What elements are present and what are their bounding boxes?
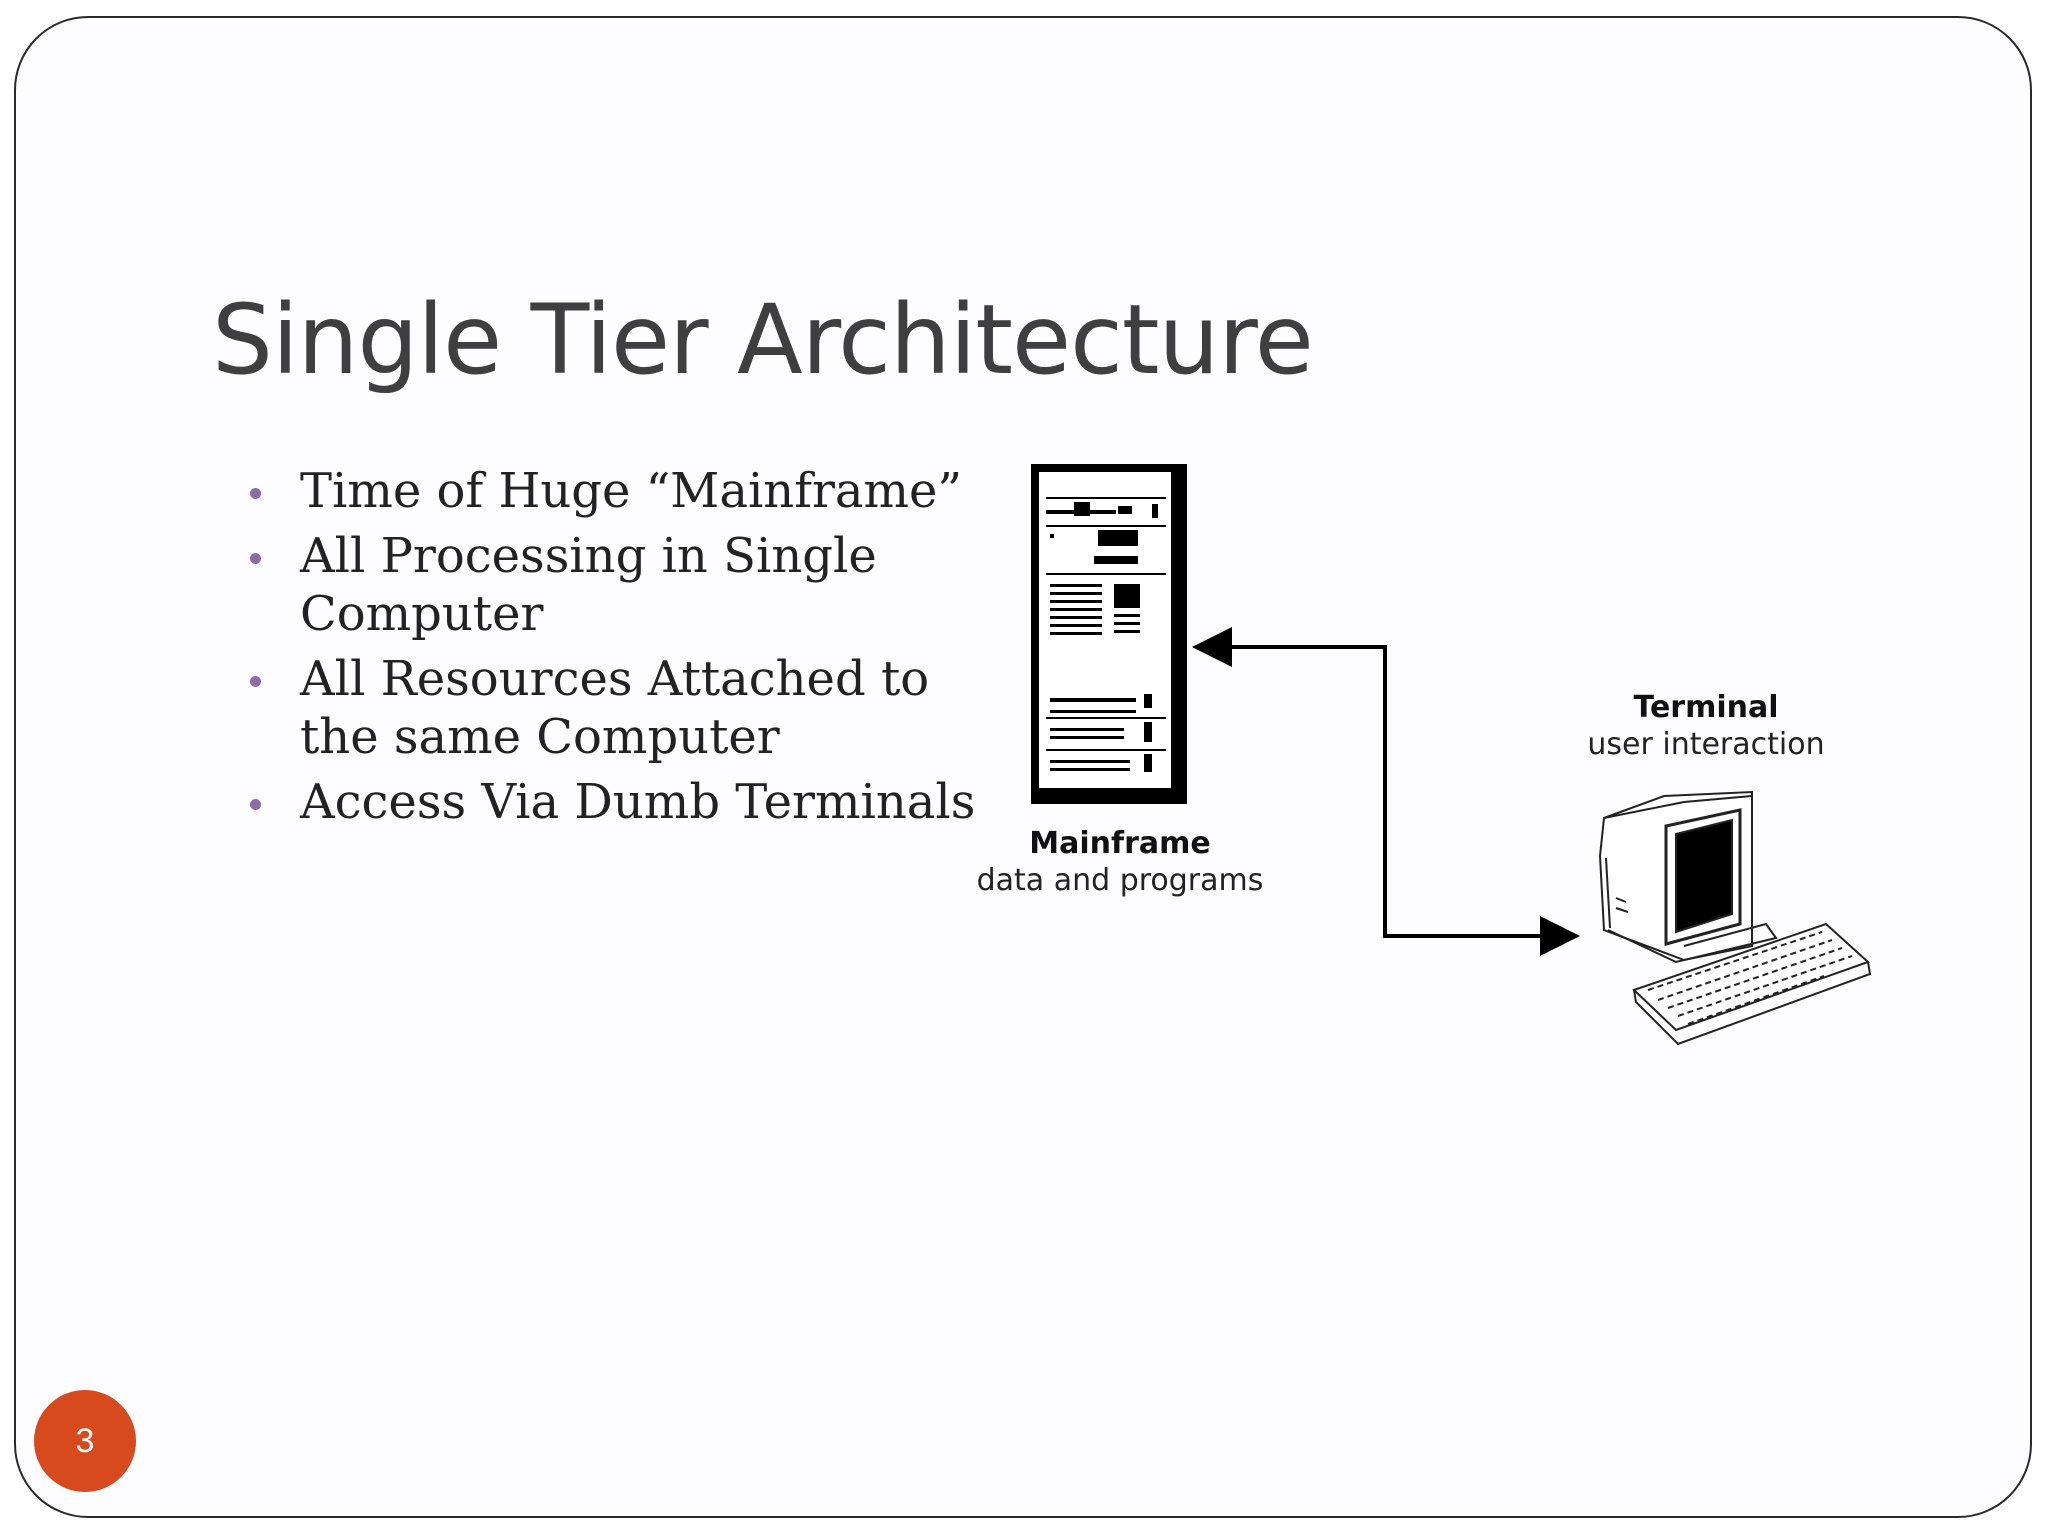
- page-number-badge: 3: [34, 1390, 136, 1492]
- bullet-item: Time of Huge “Mainframe”: [238, 462, 998, 520]
- bullet-list: Time of Huge “Mainframe” All Processing …: [238, 462, 998, 838]
- bullet-text: All Processing in Single Computer: [300, 528, 877, 642]
- terminal-caption: Terminal user interaction: [1546, 690, 1866, 764]
- bullet-dot-icon: [250, 799, 261, 810]
- bullet-dot-icon: [250, 488, 261, 499]
- bullet-item: All Resources Attached to the same Compu…: [238, 650, 998, 766]
- bullet-item: All Processing in Single Computer: [238, 527, 998, 643]
- architecture-diagram: [1031, 464, 1872, 1046]
- terminal-sublabel: user interaction: [1587, 727, 1825, 762]
- bullet-text: All Resources Attached to the same Compu…: [300, 651, 930, 765]
- mainframe-caption: Mainframe data and programs: [960, 826, 1280, 900]
- bullet-text: Access Via Dumb Terminals: [300, 774, 976, 830]
- bullet-dot-icon: [250, 676, 261, 687]
- mainframe-sublabel: data and programs: [976, 863, 1264, 898]
- mainframe-icon: [1031, 464, 1187, 804]
- bullet-item: Access Via Dumb Terminals: [238, 773, 998, 831]
- computer-terminal-icon: [1598, 790, 1872, 1046]
- mainframe-label: Mainframe: [1029, 826, 1211, 861]
- bullet-dot-icon: [250, 553, 261, 564]
- connection-arrow: [1192, 627, 1580, 956]
- slide: Single Tier Architecture Time of Huge “M…: [14, 16, 2032, 1518]
- slide-title: Single Tier Architecture: [212, 284, 1314, 396]
- terminal-label: Terminal: [1633, 690, 1779, 725]
- bullet-text: Time of Huge “Mainframe”: [300, 463, 962, 519]
